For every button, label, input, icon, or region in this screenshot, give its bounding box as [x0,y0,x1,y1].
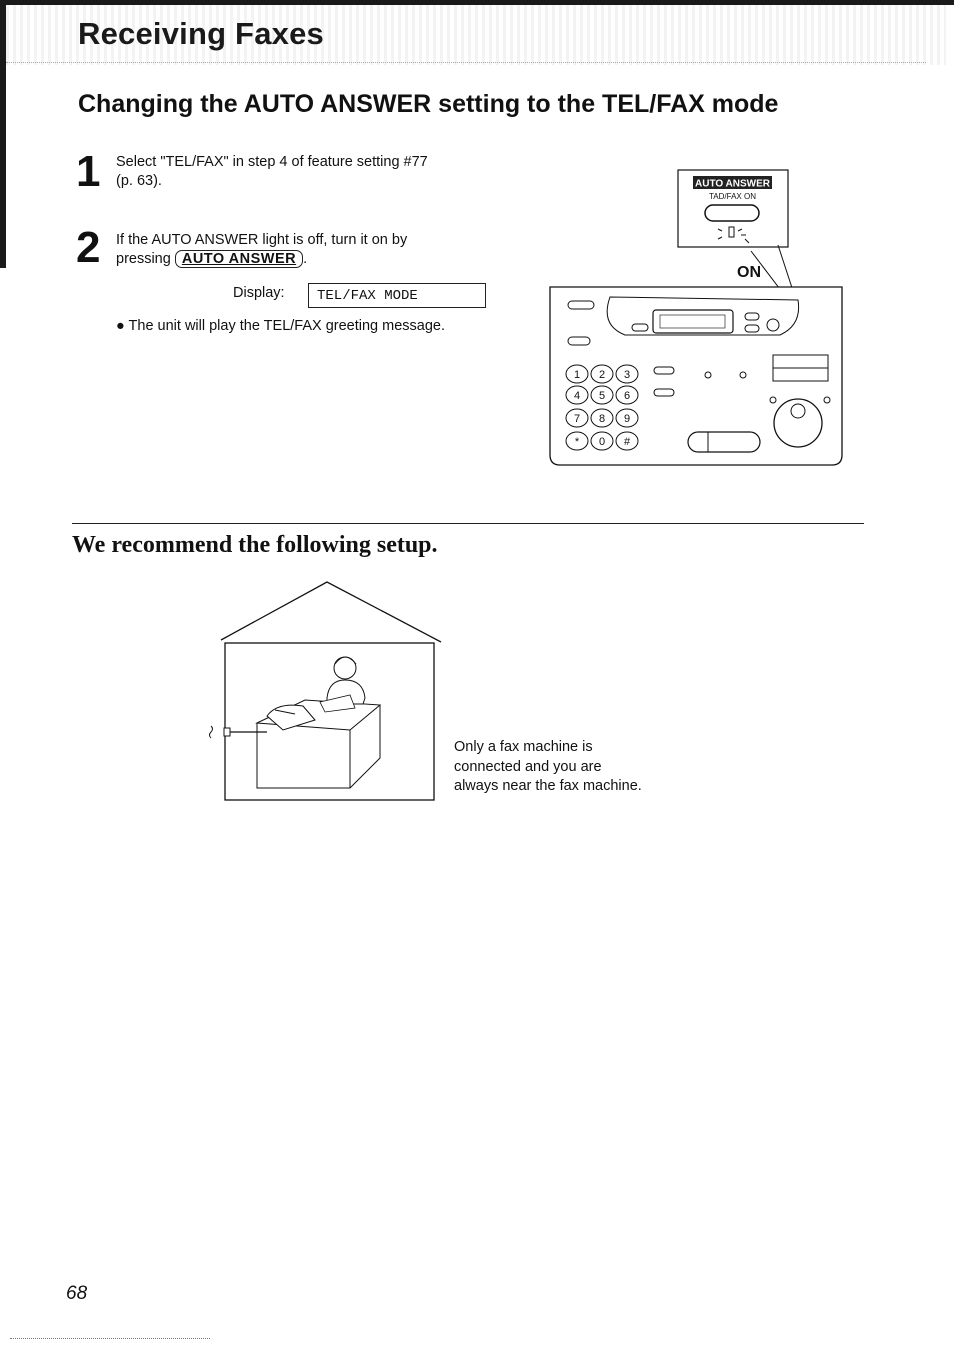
keypad-key-5 [590,385,614,405]
dial-inner [790,403,806,419]
section-divider [72,523,864,524]
office-setup-illustration [209,581,442,801]
svg-text:*: * [575,436,580,448]
svg-text:3: 3 [624,369,630,381]
step-number-2: 2 [76,223,101,272]
panel-key [744,324,760,333]
person-hair [334,656,357,665]
svg-text:5: 5 [599,390,605,402]
indicator-dot [823,396,831,404]
panel-key [567,300,595,310]
paper-sheet [319,694,356,713]
indicator-dot [769,396,777,404]
keypad-key-0 [590,431,614,451]
keypad-key-2 [590,364,614,384]
display-readout: TEL/FAX MODE [308,283,486,308]
svg-text:2: 2 [599,369,605,381]
svg-text:9: 9 [624,413,630,425]
top-rule [0,0,954,5]
auto-answer-key-label: AUTO ANSWER [174,250,304,268]
keypad-key-hash [615,431,639,451]
auto-answer-badge [693,176,772,189]
house-roof [220,581,442,643]
keypad-key-7 [565,408,589,428]
left-edge-rule [0,0,6,268]
panel-key [744,312,760,321]
keypad-key-4 [565,385,589,405]
panel-key [766,318,780,332]
header-band [6,5,946,65]
step-1-line1: Select "TEL/FAX" in step 4 of feature se… [116,154,428,170]
setup-note: Only a fax machine is connected and you … [454,739,642,794]
svg-text:4: 4 [574,390,580,402]
tad-fax-label: TAD/FAX ON [709,192,756,201]
lcd-inner [659,314,726,329]
footer-rule [10,1338,210,1339]
keypad-key-3 [615,364,639,384]
svg-text:6: 6 [624,390,630,402]
display-label: Display: [233,285,285,301]
svg-text:8: 8 [599,413,605,425]
keypad-key-star [565,431,589,451]
side-key [653,366,675,375]
svg-text:1: 1 [574,369,580,381]
start-dial [773,398,823,448]
page-title: Changing the AUTO ANSWER setting to the … [78,90,779,118]
desk-side [349,705,381,789]
keypad-key-9 [615,408,639,428]
indicator-dot [704,371,712,379]
desk-front [256,723,351,789]
step-2-text: If the AUTO ANSWER light is off, turn it… [116,231,407,269]
fax-detail [274,709,296,715]
panel-key [631,323,649,332]
handset-button [687,431,761,453]
auto-answer-button-drawing [704,204,760,222]
on-label: ON [737,264,761,281]
indicator-dot [739,371,747,379]
svg-text:7: 7 [574,413,580,425]
step-number-1: 1 [76,147,101,196]
keypad-key-8 [590,408,614,428]
light-rays [717,228,750,244]
header-dotted-rule [6,62,926,63]
step-2-suffix: . [303,251,308,267]
bullet-note: ● The unit will play the TEL/FAX greetin… [116,318,446,334]
keypad-key-1 [565,364,589,384]
fax-panel-illustration: AUTO ANSWER TAD/FAX ON ON 1 2 3 4 5 6 7 … [549,169,843,466]
keypad: 1 2 3 4 5 6 7 8 9 * 0 # [565,364,639,451]
svg-text:#: # [624,436,631,448]
section-title: Receiving Faxes [78,16,324,51]
recommend-heading: We recommend the following setup. [72,532,438,558]
panel-key [567,336,591,346]
step-2-line1: If the AUTO ANSWER light is off, turn it… [116,232,408,248]
step-2-line2: pressing AUTO ANSWER. [116,250,407,269]
side-key [653,388,675,397]
wall-socket-icon [209,725,213,739]
step-1-text: Select "TEL/FAX" in step 4 of feature se… [116,153,428,191]
auto-answer-badge-label: AUTO ANSWER [695,179,771,190]
phone-jack [223,727,231,737]
page-number: 68 [66,1283,88,1304]
keypad-key-6 [615,385,639,405]
svg-text:0: 0 [599,436,605,448]
indicator-light [728,226,735,238]
step-2-prefix: pressing [116,251,171,267]
step-1-line2: (p. 63). [116,173,162,189]
fax-machine [266,704,316,731]
